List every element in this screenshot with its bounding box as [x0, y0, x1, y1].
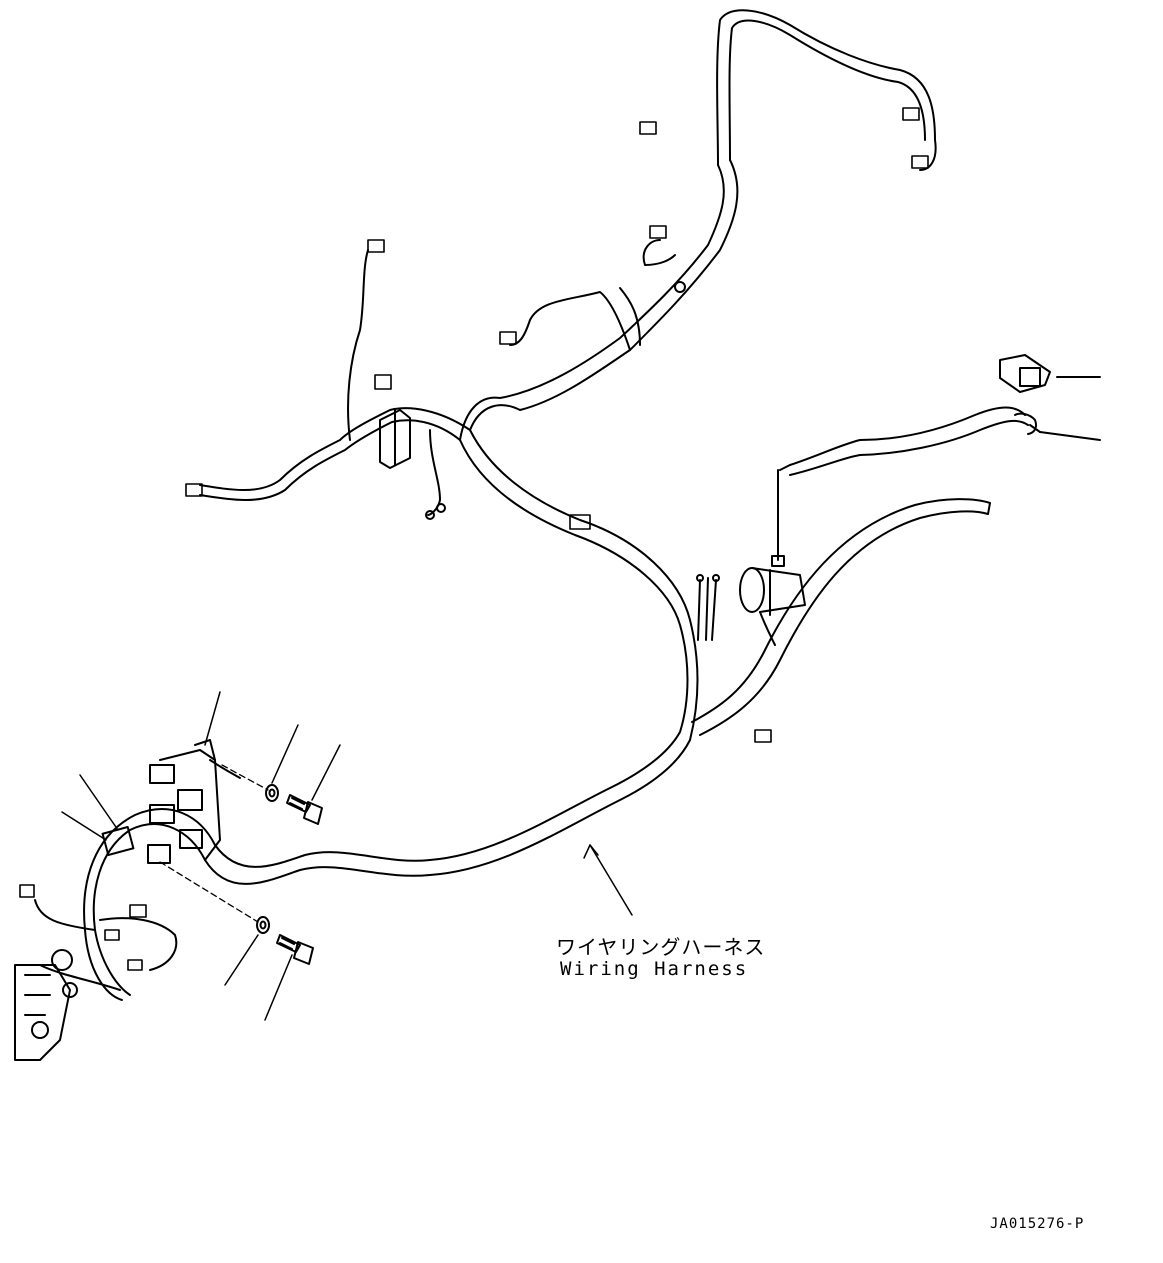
machine-frame	[14, 949, 78, 1061]
hardware	[256, 784, 323, 965]
relay-box	[379, 409, 411, 469]
ring-terminal-2	[436, 503, 446, 513]
connectors	[19, 107, 929, 971]
callout-japanese-label: ワイヤリングハーネス	[556, 935, 766, 959]
ring-terminals	[425, 281, 720, 641]
connector-4	[649, 225, 667, 239]
washer-2	[256, 916, 270, 934]
connector-10	[754, 729, 772, 743]
valve-assembly	[739, 555, 806, 646]
relay-bracket	[101, 739, 241, 864]
left-lower-harness	[34, 808, 216, 1001]
connector-6	[367, 239, 385, 253]
right-branch	[691, 498, 991, 736]
battery-cable	[777, 406, 1041, 561]
left-upper-branch	[199, 249, 471, 516]
connector-5	[499, 331, 517, 345]
connector-9	[569, 514, 591, 530]
connector-11	[19, 884, 35, 898]
bolt-1	[286, 794, 323, 825]
bolt-2	[276, 934, 314, 965]
callout-english-label: Wiring Harness	[560, 958, 749, 980]
connector-14	[127, 959, 143, 971]
connector-2	[902, 107, 920, 121]
connector-1	[639, 121, 657, 135]
ring-terminal-3	[674, 281, 686, 293]
connector-3	[911, 155, 929, 169]
drawing-number: JA015276-P	[990, 1216, 1085, 1232]
washer-1	[265, 784, 279, 802]
connector-12	[129, 904, 147, 918]
connector-8	[185, 483, 203, 497]
leader-lines	[61, 691, 633, 1021]
install-lines	[159, 764, 269, 923]
battery-terminal-clamp	[999, 354, 1101, 441]
connector-13	[104, 929, 120, 941]
connector-7	[374, 374, 392, 390]
main-harness-trunk	[204, 429, 699, 885]
upper-harness	[459, 9, 937, 441]
ring-terminal-1	[425, 510, 435, 520]
